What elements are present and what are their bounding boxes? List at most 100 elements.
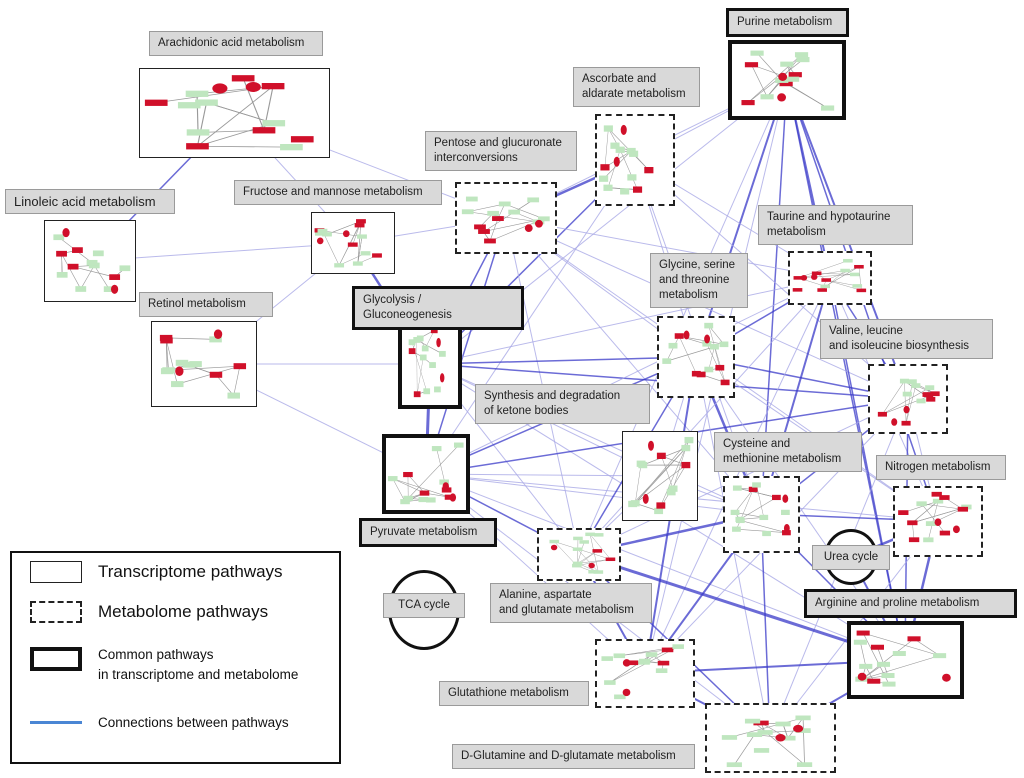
legend-row-connections: Connections between pathways bbox=[30, 715, 289, 730]
label-cysteine-line2: methionine metabolism bbox=[723, 453, 842, 465]
label-valine-line2: and isoleucine biosynthesis bbox=[829, 340, 970, 352]
label-retinol: Retinol metabolism bbox=[139, 292, 273, 317]
label-arginine: Arginine and proline metabolism bbox=[804, 589, 1017, 618]
pathway-thumbnail bbox=[662, 322, 730, 386]
connection-taurine-cysteine bbox=[760, 277, 831, 515]
pathway-thumbnail bbox=[730, 482, 791, 537]
node-retinol[interactable] bbox=[151, 321, 257, 407]
node-pyruvate[interactable] bbox=[382, 434, 470, 514]
label-ascorbate-line2: aldarate metabolism bbox=[582, 88, 686, 100]
legend-text-common-line2: in transcriptome and metabolome bbox=[98, 667, 299, 682]
connection-pyruvate-arginine bbox=[425, 473, 906, 661]
label-glutathione: Glutathione metabolism bbox=[439, 681, 589, 706]
legend-row-transcriptome: Transcriptome pathways bbox=[30, 561, 283, 583]
label-taurine-line1: Taurine and hypotaurine bbox=[767, 211, 891, 223]
label-ketone-line1: Synthesis and degradation bbox=[484, 390, 621, 402]
label-fructose: Fructose and mannose metabolism bbox=[234, 180, 442, 205]
tca-cycle-label: TCA cycle bbox=[383, 593, 465, 618]
pathway-thumbnail bbox=[898, 491, 972, 543]
node-taurine[interactable] bbox=[788, 251, 872, 305]
connection-pentose-pyruvate bbox=[425, 217, 507, 475]
legend-swatch-transcriptome bbox=[30, 561, 82, 583]
label-valine-line1: Valine, leucine bbox=[829, 325, 903, 337]
pathway-thumbnail bbox=[601, 644, 684, 700]
pathway-thumbnail bbox=[53, 228, 131, 294]
node-ketone[interactable] bbox=[622, 431, 698, 521]
node-arginine[interactable] bbox=[847, 621, 964, 699]
label-linoleic: Linoleic acid metabolism bbox=[5, 189, 175, 214]
label-alanine-line2: and glutamate metabolism bbox=[499, 604, 634, 616]
connection-ascorbate-pyruvate bbox=[425, 159, 636, 475]
label-glycolysis: Glycolysis / Gluconeogenesis bbox=[352, 286, 524, 330]
pathway-thumbnail bbox=[144, 75, 314, 151]
node-glutathione[interactable] bbox=[595, 639, 695, 708]
label-alanine: Alanine, aspartate and glutamate metaboli… bbox=[490, 583, 652, 623]
pathway-thumbnail bbox=[461, 196, 550, 244]
node-alanine[interactable] bbox=[537, 528, 621, 581]
label-pyruvate: Pyruvate metabolism bbox=[359, 518, 497, 547]
label-ascorbate: Ascorbate and aldarate metabolism bbox=[573, 67, 700, 107]
connection-pyruvate-cysteine bbox=[425, 473, 762, 515]
label-nitrogen: Nitrogen metabolism bbox=[876, 455, 1006, 480]
connection-pentose-taurine bbox=[505, 217, 831, 279]
legend-text-common: Common pathways in transcriptome and meta… bbox=[98, 645, 298, 685]
pathway-thumbnail bbox=[721, 715, 813, 768]
pathway-thumbnail bbox=[314, 219, 382, 268]
label-ketone: Synthesis and degradation of ketone bodie… bbox=[475, 384, 650, 424]
node-arachidonic[interactable] bbox=[139, 68, 330, 158]
node-nitrogen[interactable] bbox=[893, 486, 983, 557]
pathway-thumbnail bbox=[159, 329, 247, 399]
legend-row-metabolome: Metabolome pathways bbox=[30, 601, 268, 623]
legend-text-common-line1: Common pathways bbox=[98, 647, 214, 662]
label-dglutamine: D-Glutamine and D-glutamate metabolism bbox=[452, 744, 695, 769]
legend-text-connections: Connections between pathways bbox=[98, 715, 289, 730]
node-ascorbate[interactable] bbox=[595, 114, 675, 206]
legend-text-metabolome: Metabolome pathways bbox=[98, 602, 269, 621]
label-glycine-line2: and threonine bbox=[659, 274, 730, 286]
pathway-thumbnail bbox=[853, 630, 951, 687]
connection-ascorbate-valine bbox=[634, 159, 909, 400]
label-glycine: Glycine, serine and threonine metabolism bbox=[650, 253, 748, 308]
label-valine: Valine, leucine and isoleucine biosynthes… bbox=[820, 319, 993, 359]
label-purine: Purine metabolism bbox=[726, 8, 849, 37]
legend-text-transcriptome: Transcriptome pathways bbox=[98, 562, 283, 581]
node-dglutamine[interactable] bbox=[705, 703, 836, 773]
label-alanine-line1: Alanine, aspartate bbox=[499, 589, 592, 601]
node-purine[interactable] bbox=[728, 40, 846, 120]
pathway-thumbnail bbox=[628, 436, 694, 515]
connection-glycolysis-glycine bbox=[429, 356, 697, 365]
pathway-thumbnail bbox=[408, 327, 446, 398]
label-pentose-line1: Pentose and glucuronate bbox=[434, 137, 562, 149]
pathway-thumbnail bbox=[792, 258, 867, 293]
label-pentose: Pentose and glucuronate interconversions bbox=[425, 131, 577, 171]
label-ketone-line2: of ketone bodies bbox=[484, 405, 569, 417]
label-glycine-line3: metabolism bbox=[659, 289, 718, 301]
node-fructose[interactable] bbox=[311, 212, 395, 274]
node-glycolysis[interactable] bbox=[398, 319, 462, 409]
pathway-thumbnail bbox=[599, 124, 654, 195]
label-ascorbate-line1: Ascorbate and bbox=[582, 73, 657, 85]
node-glycine[interactable] bbox=[657, 316, 735, 398]
label-pentose-line2: interconversions bbox=[434, 152, 518, 164]
connection-glycolysis-taurine bbox=[429, 277, 831, 365]
node-linoleic[interactable] bbox=[44, 220, 136, 302]
connection-taurine-glutathione bbox=[644, 277, 831, 674]
urea-cycle-label: Urea cycle bbox=[812, 545, 890, 570]
legend-line-connections bbox=[30, 721, 82, 724]
legend-swatch-metabolome bbox=[30, 601, 82, 623]
node-pentose[interactable] bbox=[455, 182, 557, 254]
pathway-thumbnail bbox=[387, 442, 464, 505]
connection-taurine-alanine bbox=[578, 277, 831, 555]
pathway-thumbnail bbox=[877, 378, 940, 426]
pathway-thumbnail bbox=[741, 50, 835, 111]
label-arachidonic: Arachidonic acid metabolism bbox=[149, 31, 323, 56]
connection-pyruvate-taurine bbox=[425, 277, 831, 475]
node-valine[interactable] bbox=[868, 364, 948, 434]
legend: Transcriptome pathways Metabolome pathwa… bbox=[10, 551, 341, 764]
legend-swatch-common bbox=[30, 647, 82, 671]
label-glycine-line1: Glycine, serine bbox=[659, 259, 736, 271]
legend-row-common: Common pathways in transcriptome and meta… bbox=[30, 645, 298, 685]
node-cysteine[interactable] bbox=[723, 476, 800, 553]
